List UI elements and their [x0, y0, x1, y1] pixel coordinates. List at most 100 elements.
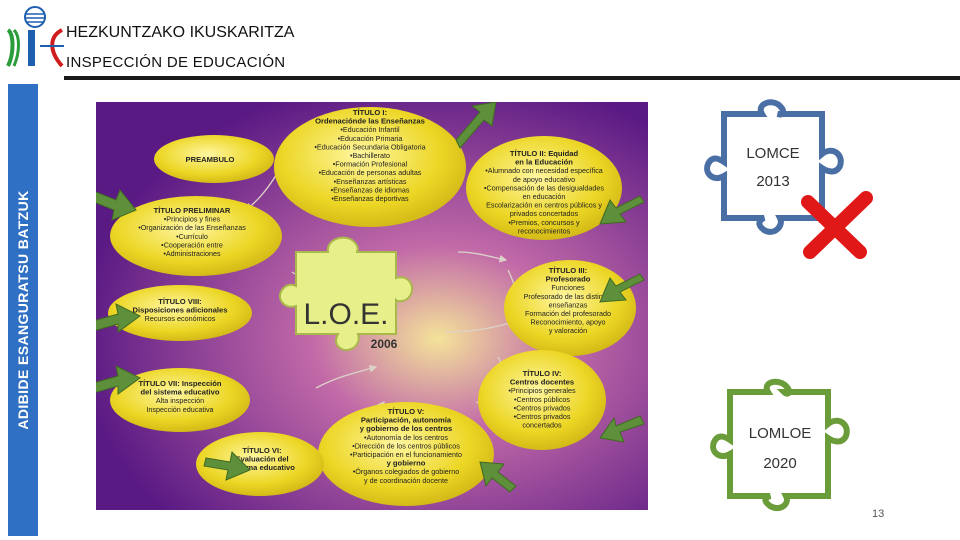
node-line: reconocimientos [518, 226, 571, 235]
arrow-icon [455, 102, 497, 149]
node-line: Reconocimiento, apoyo [530, 318, 605, 327]
header-title: HEZKUNTZAKO IKUSKARITZA [66, 24, 295, 41]
center-puzzle: L.O.E. 2006 [278, 236, 414, 352]
node-titulo-preliminar: TÍTULO PRELIMINAR•Principios y fines•Org… [110, 196, 282, 276]
node-line: TÍTULO II: Equidad [510, 149, 579, 158]
loe-diagram: TÍTULO I:Ordenaciónde las Enseñanzas•Edu… [96, 102, 648, 510]
node-line: •Educación Infantil [340, 125, 400, 134]
node-line: y gobierno [387, 459, 426, 468]
node-line: •Bachillerato [350, 151, 390, 160]
node-line: Ordenaciónde las Enseñanzas [315, 117, 425, 126]
node-line: •Compensación de las desigualdades [484, 183, 604, 192]
node-preambulo-text: PREAMBULO [186, 155, 235, 164]
puzzle-piece-icon [710, 378, 850, 512]
node-line: TÍTULO V: [388, 407, 425, 416]
node-line: TÍTULO III: [549, 266, 587, 275]
arrow-icon [479, 461, 517, 493]
node-line: •Educación de personas adultas [319, 168, 422, 177]
node-line: Escolarización en centros públicos y [486, 201, 602, 210]
node-line: y de coordinación docente [364, 476, 448, 485]
lomce-puzzle: LOMCE 2013 [704, 99, 873, 259]
node-line: TÍTULO VI: [242, 446, 281, 455]
page-number: 13 [872, 508, 885, 520]
node-line: •Principios y fines [164, 215, 221, 224]
header-divider [64, 76, 960, 80]
node-line: TÍTULO PRELIMINAR [154, 206, 231, 215]
node-line: TÍTULO I: [353, 108, 387, 117]
lomloe-label: LOMLOE [749, 425, 812, 442]
node-line: •Dirección de los centros públicos [352, 441, 460, 450]
node-line: •Enseñanzas deportivas [331, 194, 409, 203]
node-line: •Cooperación entre [161, 240, 223, 249]
node-line: Funciones [551, 283, 585, 292]
node-line: del sistema educativo [141, 388, 220, 397]
node-line: Disposiciones adicionales [133, 306, 228, 315]
node-line: •Educación Secundaria Obligatoria [314, 142, 425, 151]
node-line: •Órganos colegiados de gobierno [353, 467, 459, 476]
node-titulo-1-text: TÍTULO I:Ordenaciónde las Enseñanzas•Edu… [314, 108, 425, 203]
sidebar-band [8, 84, 38, 536]
node-preambulo: PREAMBULO [154, 135, 274, 183]
arrow-icon [203, 450, 251, 481]
node-line: •Enseñanzas de idiomas [331, 185, 410, 194]
node-line: Alta inspección [156, 396, 204, 405]
node-line: Profesorado [546, 275, 591, 284]
arrow-icon [599, 273, 645, 303]
node-line: •Currículo [176, 232, 208, 241]
arrow-icon [599, 415, 645, 443]
node-line: Inspección educativa [146, 405, 213, 414]
node-line: •Participación en el funcionamiento [350, 450, 462, 459]
node-line: y gobierno de los centros [360, 424, 452, 433]
logo-icon [6, 6, 64, 68]
node-line: •Educación Primaria [338, 134, 403, 143]
node-line: •Enseñanzas artísticas [334, 177, 407, 186]
lomloe-year: 2020 [763, 455, 796, 472]
node-line: •Administraciones [163, 249, 221, 258]
header-subtitle: INSPECCIÓN DE EDUCACIÓN [66, 54, 286, 71]
node-line: TÍTULO VII: Inspección [138, 379, 221, 388]
node-line: concertados [522, 421, 562, 430]
node-line: •Centros privados [514, 412, 571, 421]
node-line: •Organización de las Enseñanzas [138, 223, 246, 232]
node-line: sistema educativo [229, 463, 295, 472]
sidebar-label: ADIBIDE ESANGURATSU BATZUK [15, 190, 31, 430]
arrow-icon [599, 195, 645, 225]
green-arrows [96, 102, 645, 493]
cross-out-icon [801, 191, 873, 259]
node-line: •Premios, concursos y [508, 218, 580, 227]
lomloe-puzzle: LOMLOE 2020 [710, 378, 850, 512]
arrow-icon [96, 189, 137, 221]
node-line: •Centros públicos [514, 395, 570, 404]
center-year: 2006 [371, 337, 398, 351]
arrow-icon [96, 303, 141, 333]
node-line: •Alumnado con necesidad específica [485, 166, 603, 175]
node-line: privados concertados [510, 209, 579, 218]
node-line: •Autonomía de los centros [364, 433, 448, 442]
node-line: TÍTULO IV: [523, 369, 562, 378]
node-line: Profesorado de las distintas [524, 292, 613, 301]
node-line: enseñanzas [549, 300, 588, 309]
lomce-year: 2013 [756, 173, 789, 190]
node-line: Centros docentes [510, 378, 574, 387]
center-label: L.O.E. [303, 298, 388, 331]
arrow-icon [96, 365, 141, 395]
node-titulo-4-text: TÍTULO IV:Centros docentes•Principios ge… [508, 369, 576, 430]
node-line: Evaluación del [235, 455, 288, 464]
node-line: y valoración [549, 326, 587, 335]
node-titulo-4: TÍTULO IV:Centros docentes•Principios ge… [478, 350, 606, 450]
node-line: TÍTULO VIII: [158, 297, 201, 306]
node-line: en la Educación [515, 158, 573, 167]
node-line: •Principios generales [508, 386, 576, 395]
node-line: de apoyo educativo [513, 175, 575, 184]
node-line: en educación [523, 192, 566, 201]
